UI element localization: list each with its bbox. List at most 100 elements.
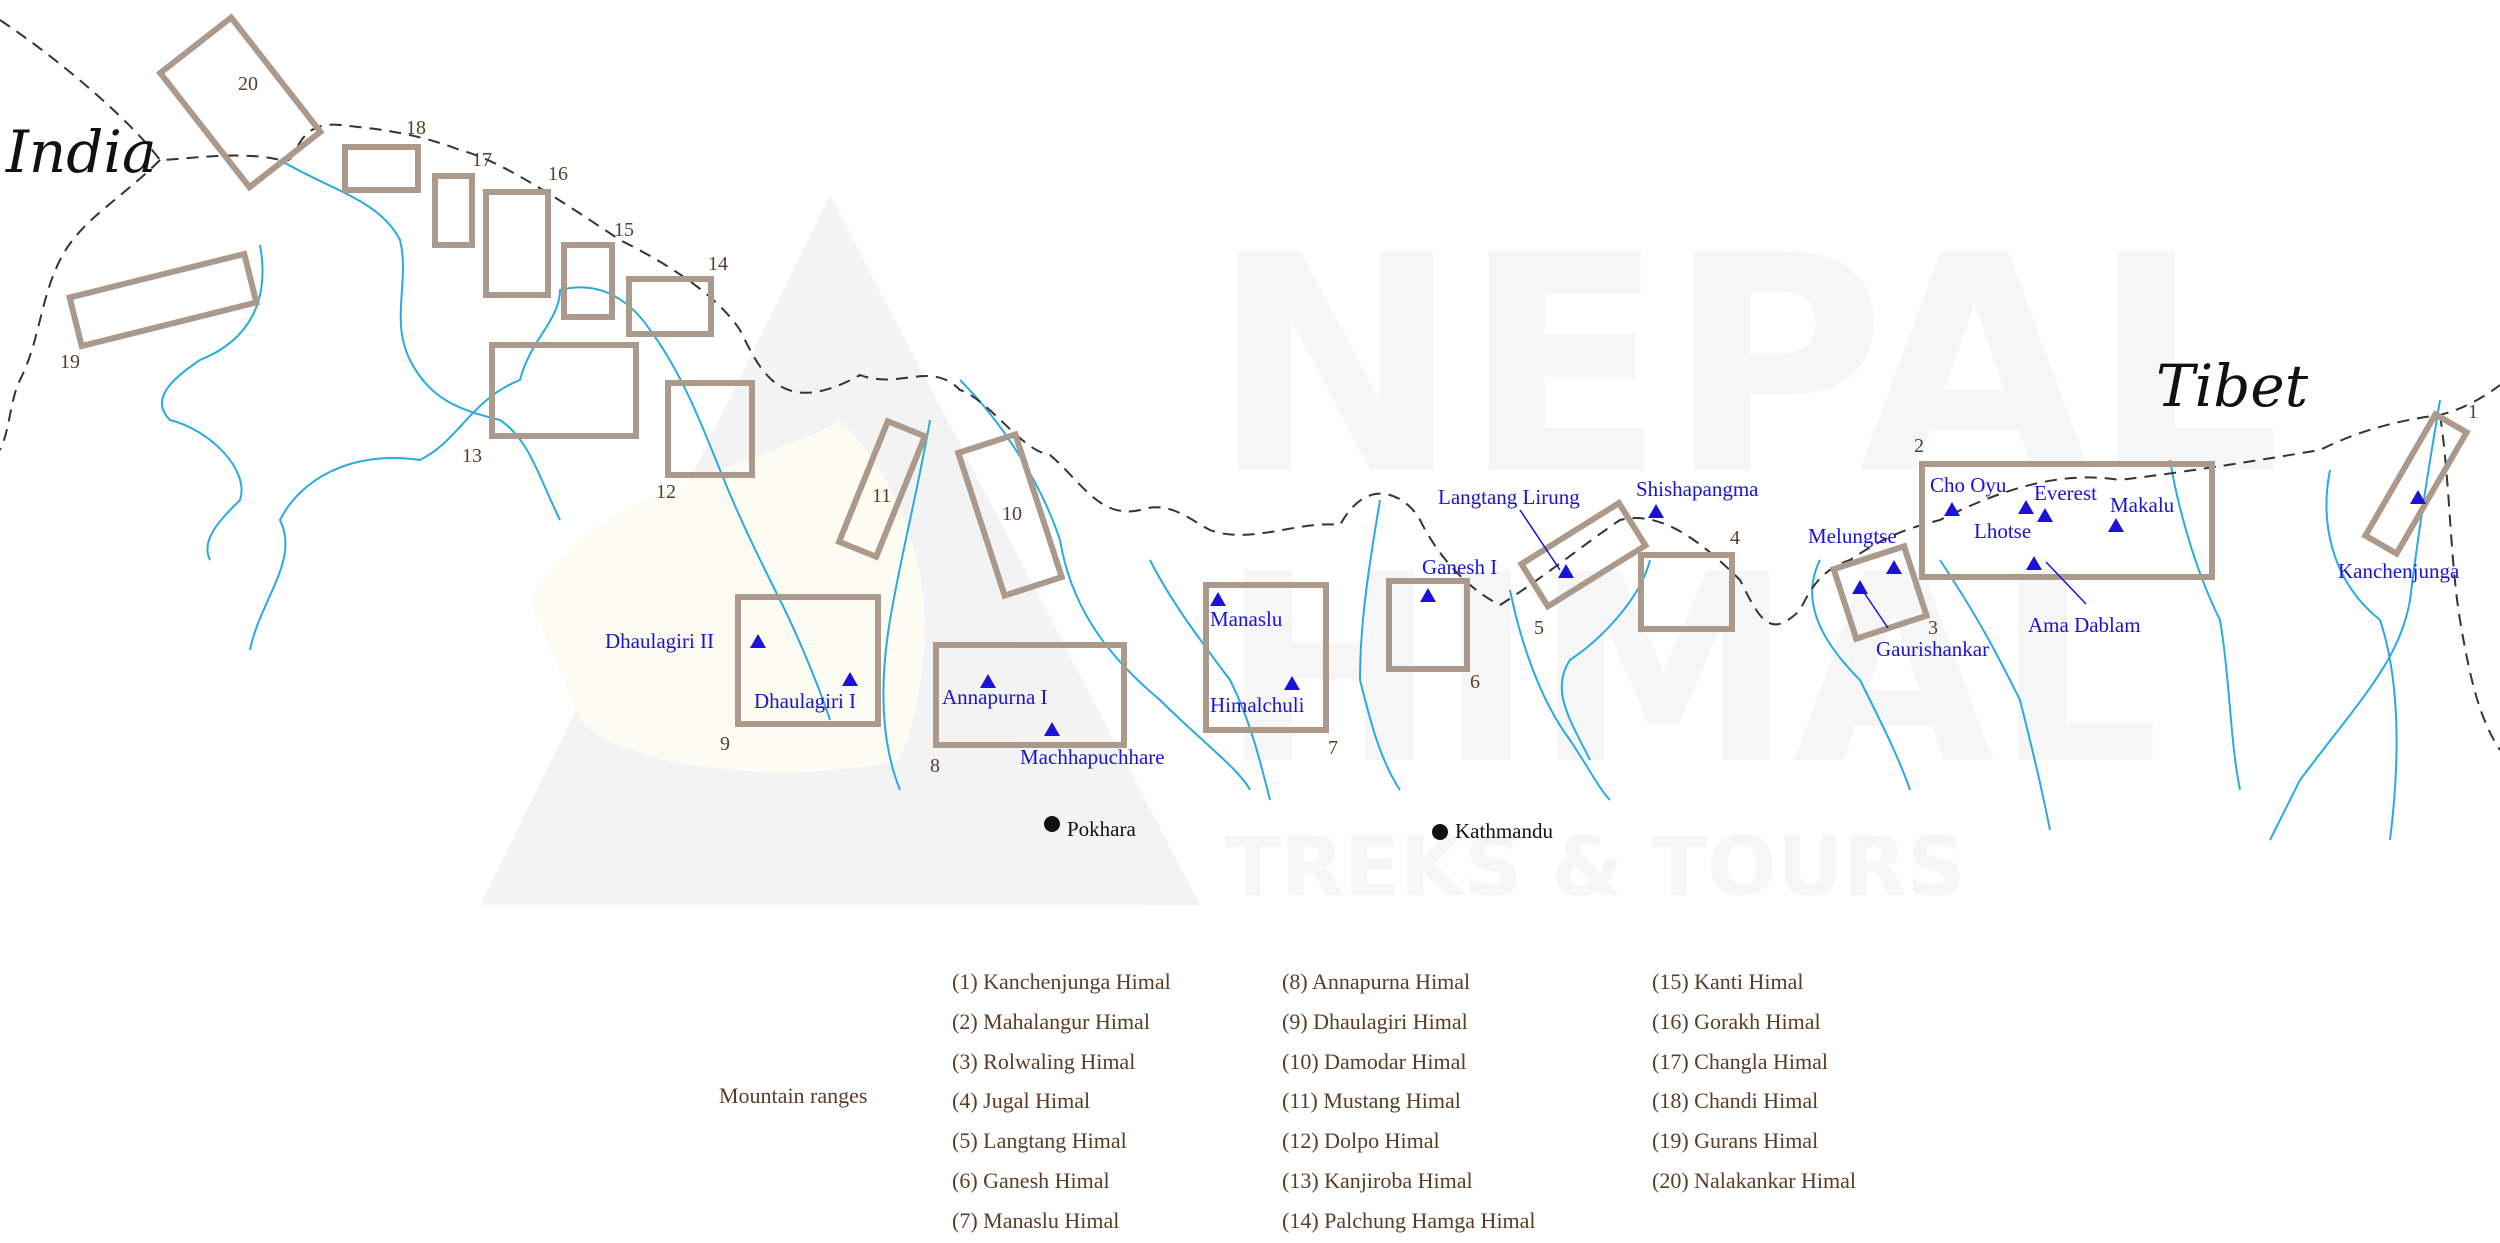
range-boxes bbox=[65, 13, 2471, 748]
range-box-18 bbox=[342, 144, 421, 193]
legend-item: (17) Changla Himal bbox=[1652, 1048, 1828, 1074]
legend-item: (5) Langtang Himal bbox=[952, 1128, 1127, 1154]
peak-label-ama-dablam: Ama Dablam bbox=[2028, 613, 2141, 637]
peak-label-lhotse: Lhotse bbox=[1974, 519, 2031, 543]
peak-label-himalchuli: Himalchuli bbox=[1210, 693, 1305, 717]
borders bbox=[0, 19, 2500, 751]
range-box-2 bbox=[1919, 461, 2215, 580]
legend-item: (6) Ganesh Himal bbox=[952, 1167, 1110, 1193]
river-arun bbox=[2169, 459, 2241, 791]
range-box-10 bbox=[954, 430, 1066, 600]
cities: Pokhara Kathmandu bbox=[1044, 816, 1553, 843]
range-box-14 bbox=[626, 276, 714, 337]
range-box-9 bbox=[735, 594, 881, 727]
range-box-4 bbox=[1638, 552, 1735, 632]
range-number-12: 12 bbox=[656, 481, 676, 503]
watermark-line1: NEPAL bbox=[1210, 192, 2282, 541]
india-west-border bbox=[0, 159, 161, 451]
legend-item: (9) Dhaulagiri Himal bbox=[1282, 1008, 1468, 1034]
peak-label-dhaulagiri-ii: Dhaulagiri II bbox=[605, 629, 714, 653]
range-number-5: 5 bbox=[1534, 617, 1544, 639]
watermark-lotus bbox=[530, 420, 925, 772]
river-sunkoshi bbox=[1811, 559, 1911, 791]
peak-icon bbox=[2018, 500, 2034, 514]
peak-icon bbox=[1648, 504, 1664, 518]
peak-icon bbox=[1852, 580, 1868, 594]
range-number-7: 7 bbox=[1328, 737, 1338, 759]
peak-label-manaslu: Manaslu bbox=[1210, 607, 1283, 631]
legend-item: (10) Damodar Himal bbox=[1282, 1048, 1467, 1074]
peak-icon bbox=[1044, 722, 1060, 736]
river-tamor bbox=[2325, 469, 2398, 841]
range-number-4: 4 bbox=[1730, 527, 1740, 549]
legend-item: (14) Palchung Hamga Himal bbox=[1282, 1207, 1536, 1233]
peak-label-ganesh-i: Ganesh I bbox=[1422, 555, 1497, 579]
peak-label-gaurishankar: Gaurishankar bbox=[1876, 637, 1989, 661]
legend-item: (3) Rolwaling Himal bbox=[952, 1048, 1136, 1074]
tibet-east-border bbox=[2439, 414, 2500, 751]
range-box-1 bbox=[2361, 410, 2471, 558]
river-east bbox=[2269, 399, 2441, 841]
city-label-pokhara: Pokhara bbox=[1067, 817, 1136, 841]
peak-label-langtang-lirung: Langtang Lirung bbox=[1438, 485, 1580, 509]
peak-icon bbox=[750, 634, 766, 648]
river-bhote bbox=[1560, 559, 1651, 761]
legend-item: (16) Gorakh Himal bbox=[1652, 1008, 1821, 1034]
country-label-tibet: Tibet bbox=[2156, 352, 2309, 420]
peak-label-annapurna-i: Annapurna I bbox=[942, 685, 1048, 709]
range-box-12 bbox=[665, 380, 755, 478]
river-budhi bbox=[1358, 499, 1401, 791]
legend-item: (18) Chandi Himal bbox=[1652, 1088, 1819, 1114]
peak-leader bbox=[1519, 509, 1561, 571]
range-box-11 bbox=[835, 417, 929, 561]
range-number-15: 15 bbox=[614, 219, 634, 241]
river-kali bbox=[882, 419, 931, 791]
range-number-2: 2 bbox=[1914, 435, 1924, 457]
peak-leader bbox=[1864, 593, 1889, 629]
range-box-3 bbox=[1829, 542, 1931, 643]
legend-item: (7) Manaslu Himal bbox=[952, 1207, 1120, 1233]
peak-label-kanchenjunga: Kanchenjunga bbox=[2338, 559, 2460, 583]
peak-leader bbox=[2045, 561, 2087, 605]
range-number-17: 17 bbox=[472, 149, 492, 171]
peak-label-makalu: Makalu bbox=[2110, 493, 2175, 517]
river-dudhkoshi bbox=[1939, 559, 2051, 831]
range-number-6: 6 bbox=[1470, 671, 1480, 693]
peak-icon bbox=[980, 674, 996, 688]
legend-item: (11) Mustang Himal bbox=[1282, 1088, 1461, 1114]
range-number-10: 10 bbox=[1002, 503, 1022, 525]
peak-icon bbox=[2108, 518, 2124, 532]
city-dot-kathmandu bbox=[1432, 824, 1448, 840]
legend-title: Mountain ranges bbox=[719, 1083, 868, 1108]
river-gandaki bbox=[959, 379, 1251, 791]
range-box-13 bbox=[489, 342, 639, 439]
peak-icon bbox=[2037, 508, 2053, 522]
watermark: NEPAL HIMAL TREKS & TOURS bbox=[480, 192, 2282, 915]
range-box-17 bbox=[432, 173, 475, 248]
watermark-line3: TREKS & TOURS bbox=[1225, 820, 1966, 915]
peaks: Kanchenjunga Cho Oyu Everest Lhotse Maka… bbox=[605, 473, 2460, 769]
legend-item: (20) Nalakankar Himal bbox=[1652, 1167, 1857, 1193]
peak-label-melungtse: Melungtse bbox=[1808, 524, 1897, 548]
peak-label-cho-oyu: Cho Oyu bbox=[1930, 473, 2007, 497]
peak-icon bbox=[1886, 560, 1902, 574]
range-number-8: 8 bbox=[930, 755, 940, 777]
peak-icon bbox=[2026, 556, 2042, 570]
peak-icon bbox=[1558, 564, 1574, 578]
range-number-18: 18 bbox=[406, 117, 426, 139]
river-marsyangdi bbox=[1149, 559, 1271, 801]
legend-column-3: (15) Kanti Himal (16) Gorakh Himal (17) … bbox=[1652, 962, 1856, 1201]
peak-label-shishapangma: Shishapangma bbox=[1636, 477, 1759, 501]
legend-item: (15) Kanti Himal bbox=[1652, 969, 1804, 994]
legend-column-2: (8) Annapurna Himal (9) Dhaulagiri Himal… bbox=[1282, 962, 1536, 1241]
river-trishuli bbox=[1509, 589, 1611, 801]
country-label-india: India bbox=[5, 118, 157, 186]
range-number-19: 19 bbox=[60, 351, 80, 373]
river-west-2 bbox=[160, 244, 264, 561]
peak-icon bbox=[1944, 502, 1960, 516]
india-border bbox=[0, 19, 2500, 626]
peak-icon bbox=[842, 672, 858, 686]
range-number-13: 13 bbox=[462, 445, 482, 467]
river-west bbox=[249, 286, 831, 721]
